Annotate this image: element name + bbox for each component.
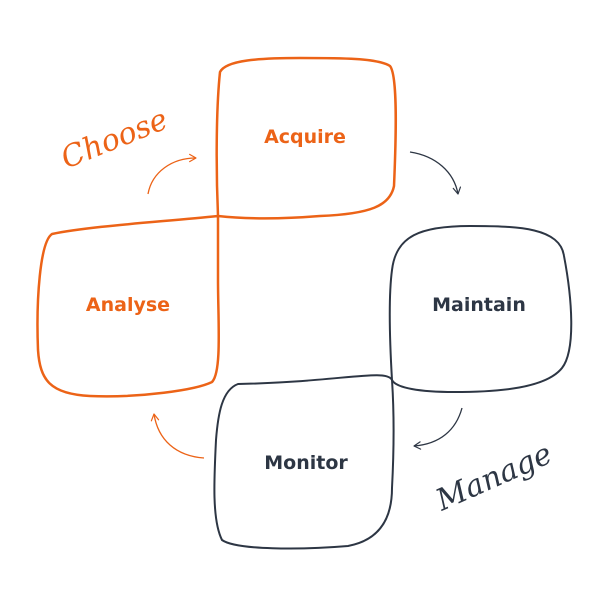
analyse-box-outline xyxy=(36,214,221,398)
acquire-box-outline xyxy=(215,56,398,220)
manage-phase-label: Manage xyxy=(430,436,557,518)
monitor-box-outline xyxy=(213,374,395,550)
maintain-label: Maintain xyxy=(432,294,526,316)
manage-arrow-maintain-to-monitor xyxy=(413,407,463,450)
monitor-label: Monitor xyxy=(264,452,348,474)
choose-phase-label: Choose xyxy=(56,102,173,176)
acquire-label: Acquire xyxy=(264,126,346,148)
arrow-monitor-to-analyse xyxy=(150,413,205,459)
choose-arrow-analyse-to-acquire xyxy=(147,153,197,195)
analyse-label: Analyse xyxy=(86,294,170,316)
arrow-acquire-to-maintain xyxy=(409,151,462,195)
